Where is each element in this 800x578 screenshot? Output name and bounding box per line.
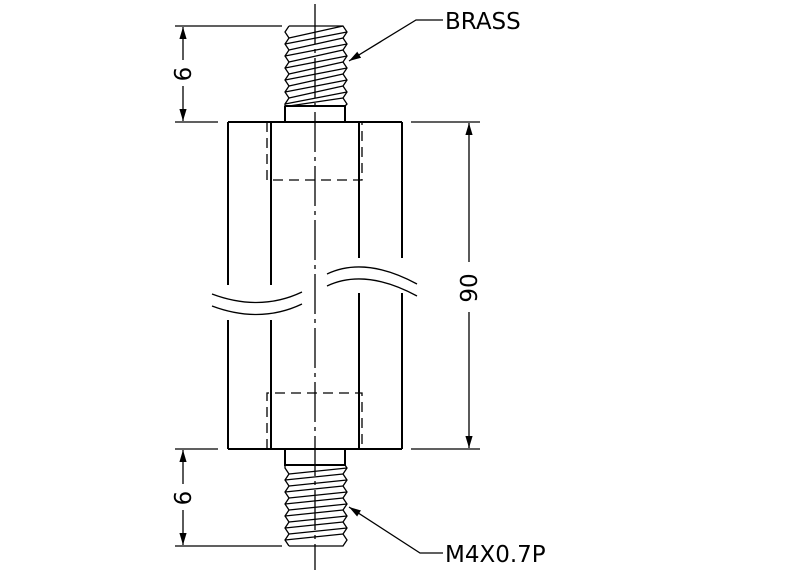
dim-bottom-stud-text: 6 [171, 491, 197, 506]
top-threaded-stud [284, 25, 348, 122]
material-label: BRASS [445, 9, 521, 35]
thread-callout: M4X0.7P [348, 506, 546, 568]
thread-label: M4X0.7P [445, 542, 546, 568]
dim-top-stud-text: 6 [171, 67, 197, 82]
dim-body-length-text: 90 [457, 273, 483, 302]
dimension-body-length: 90 [411, 121, 483, 450]
break-lines [205, 258, 422, 320]
bottom-threaded-stud [284, 449, 348, 547]
dimension-top-stud: 6 [171, 25, 282, 123]
dimension-bottom-stud: 6 [171, 448, 282, 547]
material-callout: BRASS [348, 9, 521, 62]
